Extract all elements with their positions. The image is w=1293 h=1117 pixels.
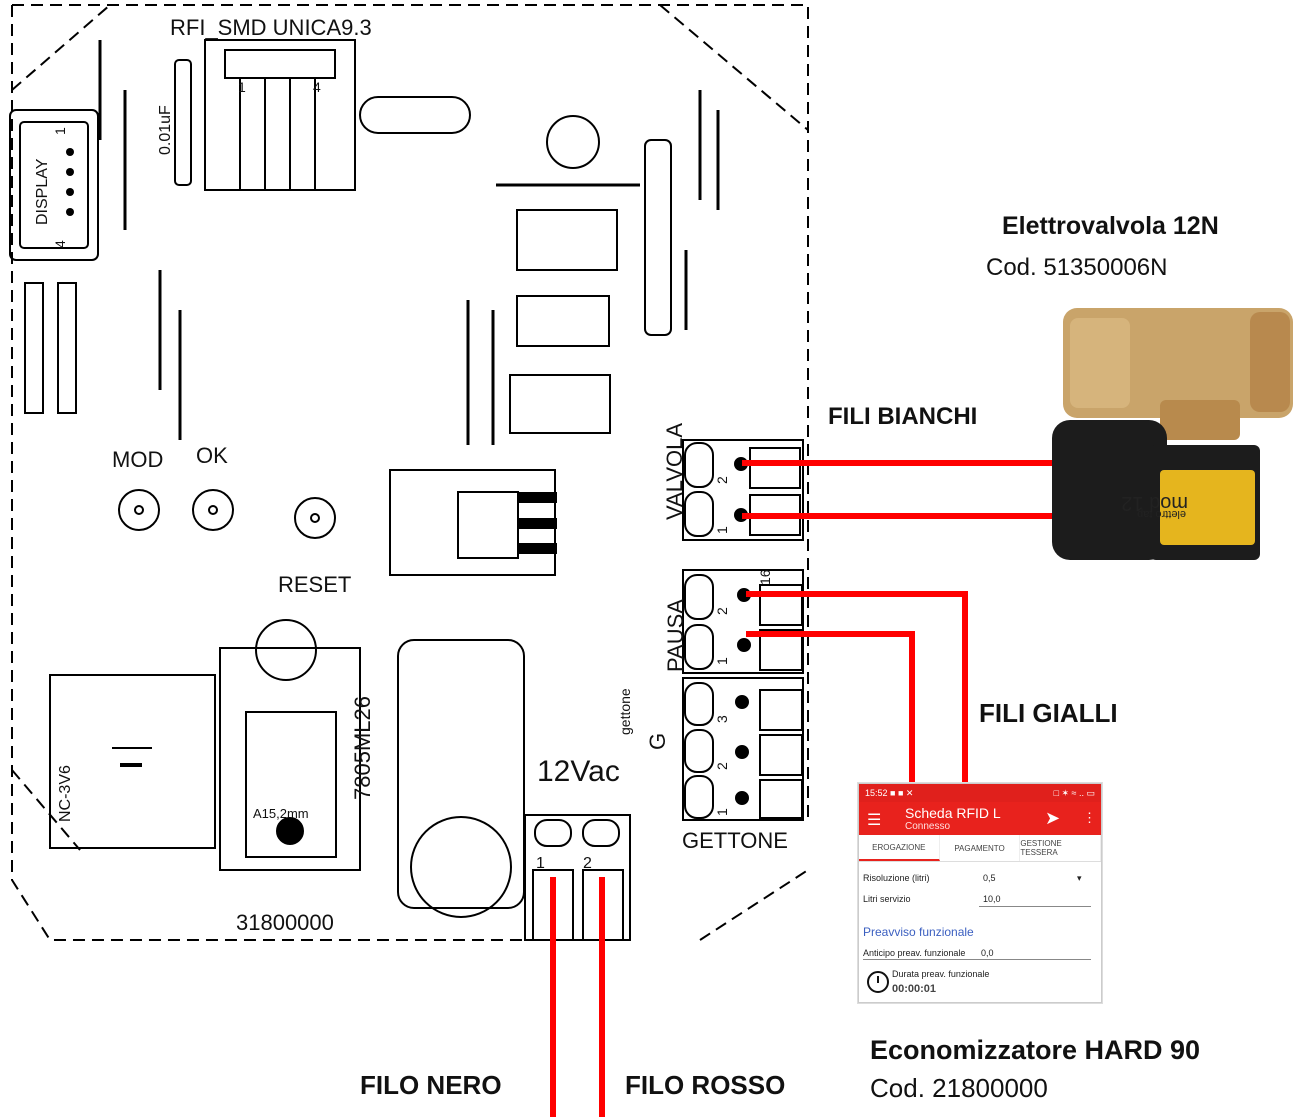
supply-label: 12Vac: [537, 755, 620, 788]
tab-gestione-tessera[interactable]: GESTIONE TESSERA: [1020, 835, 1101, 861]
clock-icon: [867, 971, 889, 993]
white-wires-label: FILI BIANCHI: [828, 403, 978, 430]
terminal-pausa: PAUSA: [663, 599, 688, 672]
valvola-pin-1: 1: [714, 526, 730, 534]
reset-button-label: RESET: [278, 572, 351, 597]
more-icon[interactable]: ⋮: [1083, 810, 1096, 825]
device-code: Cod. 21800000: [870, 1073, 1048, 1103]
terminal-valvola: VALVOLA: [662, 423, 687, 520]
battery: [49, 674, 216, 849]
ok-button-label: OK: [196, 443, 228, 468]
send-icon[interactable]: ➤: [1045, 808, 1061, 828]
buzzer-label: A15,2mm: [253, 806, 309, 821]
field2-underline: [979, 906, 1091, 907]
display-pin-1: 1: [52, 127, 68, 135]
g-label: G: [645, 733, 670, 750]
board-code: 31800000: [236, 910, 334, 935]
field3-value[interactable]: 0,0: [981, 948, 994, 958]
valve-label-sub: elettro tap: [1137, 508, 1186, 520]
phone-screenshot: 15:52 ■ ■ ✕ □ ✶ ≈ .. ▭ ☰ Scheda RFID L C…: [858, 783, 1102, 1003]
status-time: 15:52: [865, 787, 888, 798]
tab-erogazione[interactable]: EROGAZIONE: [859, 835, 940, 861]
duration-value[interactable]: 00:00:01: [892, 983, 937, 995]
pausa-pin-2: 2: [714, 607, 730, 615]
header-pin-1: 1: [238, 79, 246, 95]
section-title: Preavviso funzionale: [863, 925, 974, 939]
tab-bar: EROGAZIONE PAGAMENTO GESTIONE TESSERA: [859, 835, 1101, 862]
wires: [550, 460, 1056, 1117]
app-title: Scheda RFID L: [905, 805, 1001, 821]
valve-name: Elettrovalvola 12N: [1002, 212, 1219, 240]
capacitor-001uf: [174, 59, 192, 186]
gettone-pin-3: 3: [714, 715, 730, 723]
supply-pin-2: 2: [583, 855, 592, 872]
status-icons: ■ ■ ✕: [890, 787, 914, 798]
valve-label-text: mod 12: [1121, 492, 1188, 514]
field2-label: Litri servizio: [863, 894, 911, 904]
tab-pagamento[interactable]: PAGAMENTO: [940, 835, 1021, 861]
red-wire-label: FILO ROSSO: [625, 1070, 786, 1100]
field3-label: Anticipo preav. funzionale: [863, 948, 966, 958]
device-name: Economizzatore HARD 90: [870, 1035, 1201, 1065]
display-connector: [9, 109, 99, 261]
traces: [98, 40, 720, 445]
regulator-label: 7805ML26: [350, 696, 375, 800]
capacitor-label: 0.01uF: [157, 105, 174, 155]
pushbuttons: [118, 489, 336, 539]
vertical-header: [644, 139, 672, 336]
valvola-terminal: [682, 439, 804, 541]
buzzer: [219, 619, 361, 871]
field1-value[interactable]: 0,5: [983, 873, 996, 883]
app-subtitle: Connesso: [905, 821, 951, 832]
status-right-icons: □ ✶ ≈ .. ▭: [1053, 787, 1095, 798]
board-title: RFI_SMD UNICA9.3: [170, 15, 372, 40]
big-capacitor: [397, 639, 525, 918]
display-label: DISPLAY: [34, 158, 51, 225]
field2-value[interactable]: 10,0: [983, 894, 1001, 904]
terminal-gettone: GETTONE: [682, 828, 788, 853]
display-pin-4: 4: [52, 240, 68, 248]
supply-terminal: [524, 814, 631, 941]
valvola-pin-2: 2: [714, 476, 730, 484]
black-wire-label: FILO NERO: [360, 1070, 502, 1100]
pausa-pin-1: 1: [714, 657, 730, 665]
pin-header: [204, 39, 356, 191]
supply-pin-1: 1: [536, 855, 545, 872]
status-bar: 15:52 ■ ■ ✕ □ ✶ ≈ .. ▭: [859, 784, 1101, 802]
dropdown-icon[interactable]: ▾: [1077, 873, 1082, 883]
gettone-small-label: gettone: [617, 688, 633, 735]
field3-underline: [863, 959, 1091, 960]
battery-label: NC-3V6: [57, 765, 74, 822]
valve-code: Cod. 51350006N: [986, 254, 1168, 281]
duration-label: Durata preav. funzionale: [892, 969, 990, 979]
field1-label: Risoluzione (litri): [863, 873, 930, 883]
board-outline: [11, 4, 809, 941]
yellow-wires-label: FILI GIALLI: [979, 698, 1118, 728]
menu-icon[interactable]: ☰: [867, 812, 882, 829]
regulator: [389, 469, 557, 576]
gettone-pin-2: 2: [714, 762, 730, 770]
transistor: [546, 115, 600, 169]
crystal: [359, 96, 471, 134]
pausa-terminal: [682, 569, 804, 674]
ic-chips: [509, 209, 618, 434]
app-bar: ☰ Scheda RFID L Connesso ➤ ⋮: [859, 802, 1101, 835]
header-pin-4: 4: [313, 79, 321, 95]
left-resistors: [24, 282, 77, 414]
pausa-small-label: 16: [757, 569, 773, 585]
gettone-pin-1: 1: [714, 808, 730, 816]
solenoid-valve: mod 12 elettro tap: [1052, 308, 1293, 560]
mod-button-label: MOD: [112, 447, 163, 472]
gettone-terminal: [682, 677, 804, 821]
